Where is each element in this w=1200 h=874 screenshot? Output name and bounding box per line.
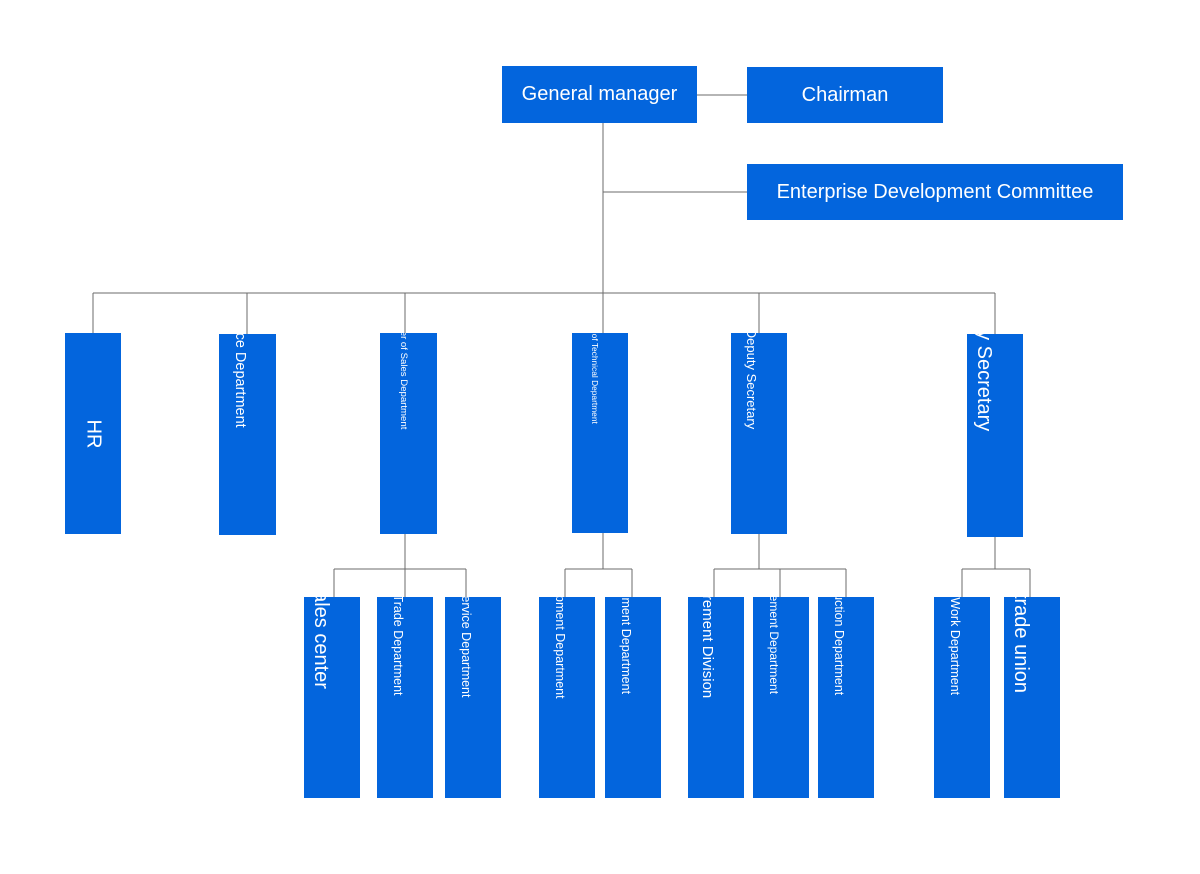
- quality-management-box: Quality Management Department: [605, 597, 661, 798]
- after-sales-label: After sales Service Department: [459, 597, 473, 698]
- after-sales-box: After sales Service Department: [445, 597, 501, 798]
- hr-label: HR: [82, 419, 105, 448]
- political-work-box: Political Work Department: [934, 597, 990, 798]
- executive-deputy-box: Executive Deputy Secretary: [731, 333, 787, 534]
- material-management-box: Material Management Department: [753, 597, 809, 798]
- international-trade-label: International Trade Department: [391, 597, 405, 696]
- procurement-box: Procurement Division: [688, 597, 744, 798]
- general-manager-label: General manager: [521, 83, 678, 105]
- finance-box: Finance Department: [219, 334, 276, 535]
- political-work-label: Political Work Department: [948, 597, 962, 696]
- connector-sales-branch: [333, 534, 467, 597]
- enterprise-committee-label: Enterprise Development Committee: [776, 180, 1094, 203]
- process-equipment-box: Process Equipment Department: [539, 597, 595, 798]
- material-management-label: Material Management Department: [767, 597, 781, 695]
- technical-gm-label: General Manager of Technical Department: [590, 333, 600, 424]
- production-label: Production Department: [832, 597, 846, 696]
- trade-union-label: trade union: [1010, 597, 1032, 694]
- technical-gm-box: General Manager of Technical Department: [572, 333, 628, 533]
- general-manager-box: General manager: [502, 66, 697, 123]
- executive-deputy-label: Executive Deputy Secretary: [744, 333, 759, 430]
- chairman-label: Chairman: [801, 83, 889, 106]
- process-equipment-label: Process Equipment Department: [553, 597, 567, 699]
- sales-center-label: sales center: [310, 597, 332, 689]
- connector-technical-branch: [564, 533, 633, 597]
- sales-gm-box: General Manager of Sales Department: [380, 333, 437, 534]
- enterprise-committee-box: Enterprise Development Committee: [747, 164, 1123, 220]
- finance-label: Finance Department: [231, 334, 248, 428]
- sales-center-box: sales center: [304, 597, 360, 798]
- deputy-secretary-box: Deputy Secretary: [967, 334, 1023, 537]
- connector-executive-branch: [713, 534, 847, 597]
- trade-union-box: trade union: [1004, 597, 1060, 798]
- international-trade-box: International Trade Department: [377, 597, 433, 798]
- hr-box: HR: [65, 333, 121, 534]
- connector-deputy-branch: [961, 537, 1031, 597]
- chairman-box: Chairman: [747, 67, 943, 123]
- production-box: Production Department: [818, 597, 874, 798]
- sales-gm-label: General Manager of Sales Department: [397, 333, 409, 430]
- deputy-secretary-label: Deputy Secretary: [973, 334, 995, 432]
- procurement-label: Procurement Division: [699, 597, 716, 699]
- quality-management-label: Quality Management Department: [619, 597, 633, 695]
